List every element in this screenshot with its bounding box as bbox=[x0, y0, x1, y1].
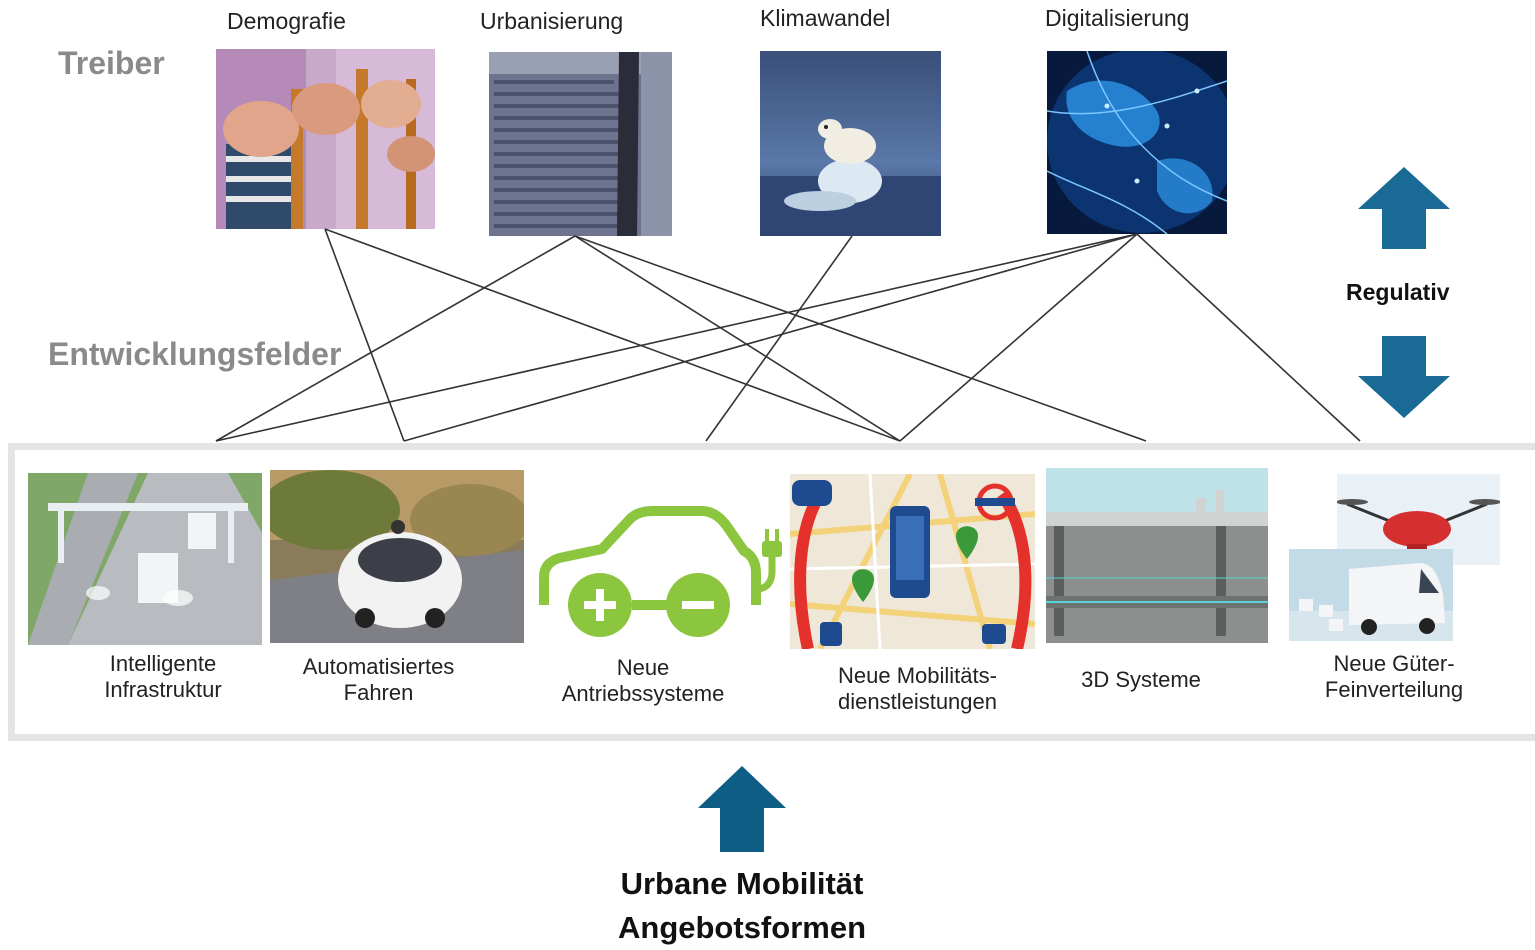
polar-bear-photo bbox=[760, 51, 941, 236]
field-label-wrap: Intelligente Infrastruktur bbox=[65, 648, 261, 706]
bottom-title-line1: Urbane Mobilität bbox=[620, 866, 864, 901]
driver-label-demografie: Demografie bbox=[227, 8, 346, 34]
bottom-title: Urbane Mobilität Angebotsformen bbox=[542, 862, 942, 950]
connector-line bbox=[574, 235, 901, 442]
connector-line bbox=[705, 235, 853, 442]
smart-highway-image bbox=[28, 473, 262, 645]
elderly-hands-photo bbox=[216, 49, 435, 229]
connector-line bbox=[215, 233, 1138, 442]
connector-line bbox=[1136, 233, 1361, 442]
driver-label-klimawandel: Klimawandel bbox=[760, 5, 891, 31]
field-label-line: Neue Mobilitäts- bbox=[838, 663, 997, 688]
underground-tunnel-image bbox=[1046, 468, 1268, 643]
field-label-line: Fahren bbox=[343, 680, 414, 705]
field-label-neue-mobilitaetsdienstleistungen: Neue Mobilitäts- dienstleistungen bbox=[837, 663, 997, 715]
digital-globe-photo bbox=[1047, 51, 1227, 234]
connector-line bbox=[324, 228, 901, 442]
field-label-line: Intelligente bbox=[109, 651, 217, 676]
driver-label-urbanisierung: Urbanisierung bbox=[480, 8, 624, 34]
regulativ-label: Regulativ bbox=[1346, 279, 1450, 305]
fields-panel bbox=[8, 443, 1535, 741]
field-label-wrap: Automatisiertes Fahren bbox=[282, 651, 475, 709]
arrow-down-icon bbox=[1358, 336, 1450, 418]
electric-car-icon bbox=[532, 485, 784, 645]
field-label-3d-systeme: 3D Systeme bbox=[1081, 667, 1201, 693]
field-label-intelligente-infrastruktur: Intelligente Infrastruktur bbox=[104, 651, 222, 703]
bottom-title-line2: Angebotsformen bbox=[618, 910, 866, 945]
field-label-automatisiertes-fahren: Automatisiertes Fahren bbox=[302, 654, 455, 706]
field-label-line: 3D Systeme bbox=[1081, 667, 1201, 692]
connector-line bbox=[324, 228, 405, 442]
field-label-line: dienstleistungen bbox=[837, 689, 997, 714]
field-label-wrap: Neue Güter- Feinverteilung bbox=[1296, 648, 1492, 706]
drivers-section-label: Treiber bbox=[58, 45, 165, 81]
traffic-jam-photo bbox=[489, 52, 672, 236]
field-label-wrap: Neue Antriebssysteme bbox=[548, 652, 738, 710]
field-label-line: Feinverteilung bbox=[1324, 677, 1464, 702]
self-driving-car-photo bbox=[270, 470, 524, 643]
fields-section-label: Entwicklungsfelder bbox=[48, 336, 342, 372]
driver-label-digitalisierung: Digitalisierung bbox=[1045, 5, 1190, 31]
connector-line bbox=[403, 233, 1138, 442]
field-label-line: Antriebssysteme bbox=[561, 681, 725, 706]
field-label-line: Infrastruktur bbox=[104, 677, 222, 702]
connector-line bbox=[215, 235, 576, 442]
field-label-wrap: 3D Systeme bbox=[1044, 660, 1238, 700]
arrow-up-icon bbox=[1358, 167, 1450, 249]
field-label-neue-antriebssysteme: Neue Antriebssysteme bbox=[561, 655, 725, 707]
connector-line bbox=[899, 233, 1138, 442]
field-label-wrap: Neue Mobilitäts- dienstleistungen bbox=[820, 660, 1015, 718]
field-label-line: Neue bbox=[616, 655, 670, 680]
field-label-neue-gueter-feinverteilung: Neue Güter- Feinverteilung bbox=[1324, 651, 1464, 703]
field-label-line: Neue Güter- bbox=[1333, 651, 1455, 676]
delivery-van-photo bbox=[1289, 549, 1453, 641]
field-label-line: Automatisiertes bbox=[302, 654, 455, 679]
connector-line bbox=[574, 235, 1147, 442]
arrow-up-icon bbox=[698, 766, 786, 852]
mobility-map-image bbox=[790, 474, 1035, 649]
